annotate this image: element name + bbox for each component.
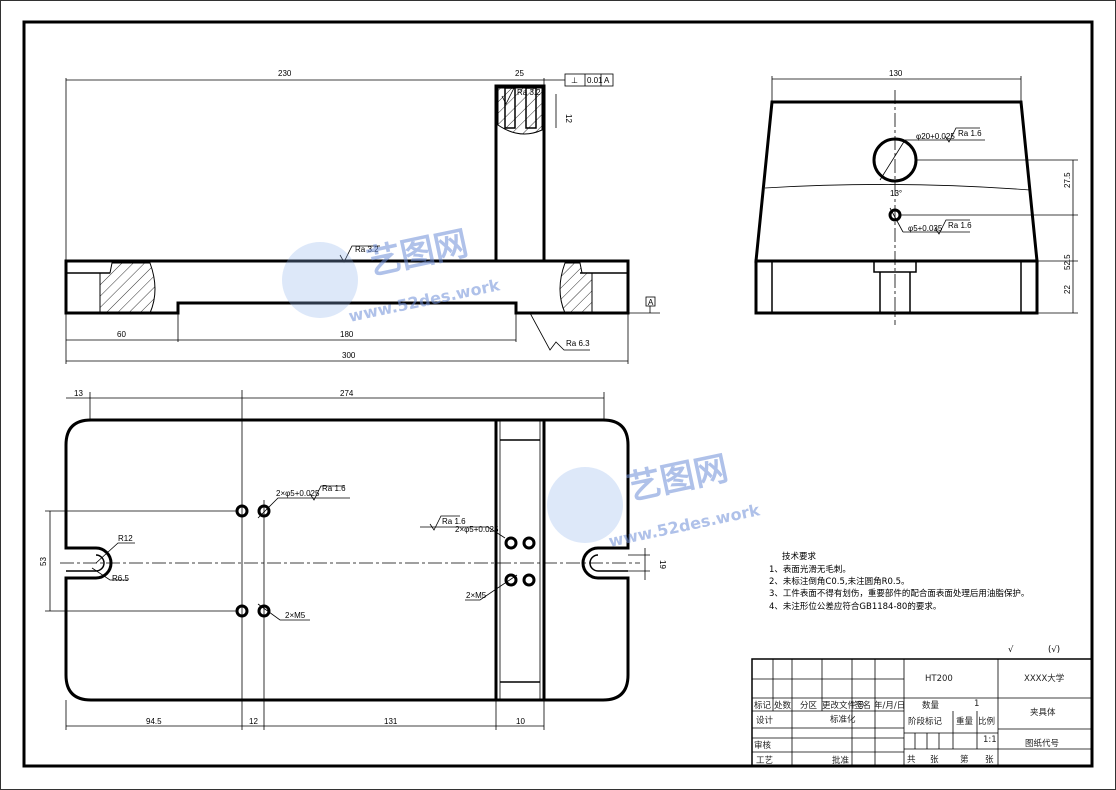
watermark: 艺图网 www.52des.work 艺图网 www.52des.work — [282, 223, 762, 551]
side-view: 130 27.5 52.5 22 φ20+0.025 φ5+0.035 13° … — [754, 69, 1078, 325]
title-block: HT200 XXXX大学 夹具体 图纸代号 数量 1 阶段标记 重量 比例 1:… — [751, 658, 1093, 767]
dim-13: 13 — [74, 389, 83, 398]
scale-label: 比例 — [978, 716, 995, 727]
dim-180: 180 — [340, 330, 354, 339]
material: HT200 — [925, 674, 953, 684]
design-label: 设计 — [756, 715, 774, 726]
sheet-no-label: 第 — [960, 754, 969, 765]
approve-label: 批准 — [832, 755, 850, 766]
rev-header: 更改文件号 — [822, 700, 865, 711]
requirement-item: 1、表面光滑无毛刺。 — [769, 564, 851, 575]
dim-10: 10 — [516, 717, 525, 726]
standardize-label: 标准化 — [830, 714, 856, 725]
datum-label: A — [648, 298, 654, 307]
watermark-logo: 艺图网 — [624, 448, 732, 508]
tech-requirements-title: 技术要求 — [782, 551, 817, 562]
small-hole-dim: φ5+0.035 — [908, 224, 943, 233]
stage-label: 阶段标记 — [908, 716, 943, 727]
scale: 1:1 — [983, 735, 997, 745]
radius-r6-5: R6.5 — [112, 574, 129, 583]
top-view: 13 274 53 94.5 12 131 10 19 R12 R6.5 2×φ… — [39, 389, 667, 730]
tolerance-value: 0.01 — [587, 76, 603, 85]
dim-131: 131 — [384, 717, 398, 726]
school: XXXX大学 — [1024, 673, 1065, 684]
dim-60: 60 — [117, 330, 126, 339]
drawing-code: 图纸代号 — [1025, 738, 1059, 749]
requirement-item: 2、未标注倒角C0.5,未注圆角R0.5。 — [769, 576, 910, 587]
dim-19: 19 — [658, 560, 667, 569]
roughness: Ra 1.6 — [442, 517, 466, 526]
requirement-item: 3、工件表面不得有划伤，重要部件的配合面表面处理后用油脂保护。 — [769, 588, 1029, 599]
radius-r12: R12 — [118, 534, 133, 543]
roughness: Ra 3.2 — [517, 88, 541, 97]
quantity-label: 数量 — [922, 700, 940, 711]
pin-holes-right: 2×φ5+0.025 — [455, 525, 499, 534]
dim-27-5: 27.5 — [1063, 172, 1072, 188]
roughness: Ra 1.6 — [322, 484, 346, 493]
tolerance-datum: A — [604, 76, 610, 85]
surface-finish-symbol: √ — [1008, 645, 1014, 655]
part-name: 夹具体 — [1030, 707, 1056, 718]
dim-12: 12 — [564, 114, 573, 123]
angle-dim: 13° — [890, 189, 902, 198]
perpendicularity-symbol: ⊥ — [571, 76, 578, 85]
sheet-label: 张 — [985, 755, 994, 765]
total-label: 共 — [907, 755, 916, 765]
review-label: 审核 — [754, 740, 772, 751]
dim-94-5: 94.5 — [146, 717, 162, 726]
sheets-label: 张 — [930, 755, 939, 765]
process-label: 工艺 — [756, 756, 773, 766]
dim-53: 53 — [39, 557, 48, 566]
rev-header: 签名 — [854, 700, 871, 711]
dim-52-5: 52.5 — [1063, 254, 1072, 270]
roughness: Ra 1.6 — [948, 221, 972, 230]
front-view: 230 25 12 60 180 300 Ra 3.2 Ra 3.2 Ra 6.… — [64, 69, 660, 364]
rev-header: 处数 — [774, 700, 792, 711]
watermark-url: www.52des.work — [607, 500, 762, 551]
roughness: Ra 1.6 — [958, 129, 982, 138]
dim-25: 25 — [515, 69, 524, 78]
dim-12: 12 — [249, 717, 258, 726]
dim-300: 300 — [342, 351, 356, 360]
big-hole-dim: φ20+0.025 — [916, 132, 955, 141]
dim-22: 22 — [1063, 285, 1072, 294]
rev-header: 标记 — [754, 700, 772, 711]
dim-230: 230 — [278, 69, 292, 78]
weight-label: 重量 — [956, 716, 974, 727]
roughness: Ra 6.3 — [566, 339, 590, 348]
drawing-frame — [22, 20, 1094, 768]
threads-right: 2×M5 — [466, 591, 487, 600]
threads-left: 2×M5 — [285, 611, 306, 620]
watermark-logo: 艺图网 — [364, 223, 472, 283]
dim-130: 130 — [889, 69, 903, 78]
tech-requirements: 技术要求 1、表面光滑无毛刺。 2、未标注倒角C0.5,未注圆角R0.5。 3、… — [769, 551, 1029, 612]
rev-header: 分区 — [800, 701, 818, 711]
holes — [235, 504, 536, 618]
roughness: Ra 3.2 — [355, 245, 379, 254]
rev-header: 年/月/日 — [874, 700, 905, 711]
pin-holes-left: 2×φ5+0.025 — [276, 489, 320, 498]
surface-finish-other: (√) — [1048, 645, 1060, 655]
quantity: 1 — [974, 699, 979, 709]
requirement-item: 4、未注形位公差应符合GB1184-80的要求。 — [769, 601, 941, 612]
watermark-url: www.52des.work — [347, 275, 502, 326]
dim-274: 274 — [340, 389, 354, 398]
